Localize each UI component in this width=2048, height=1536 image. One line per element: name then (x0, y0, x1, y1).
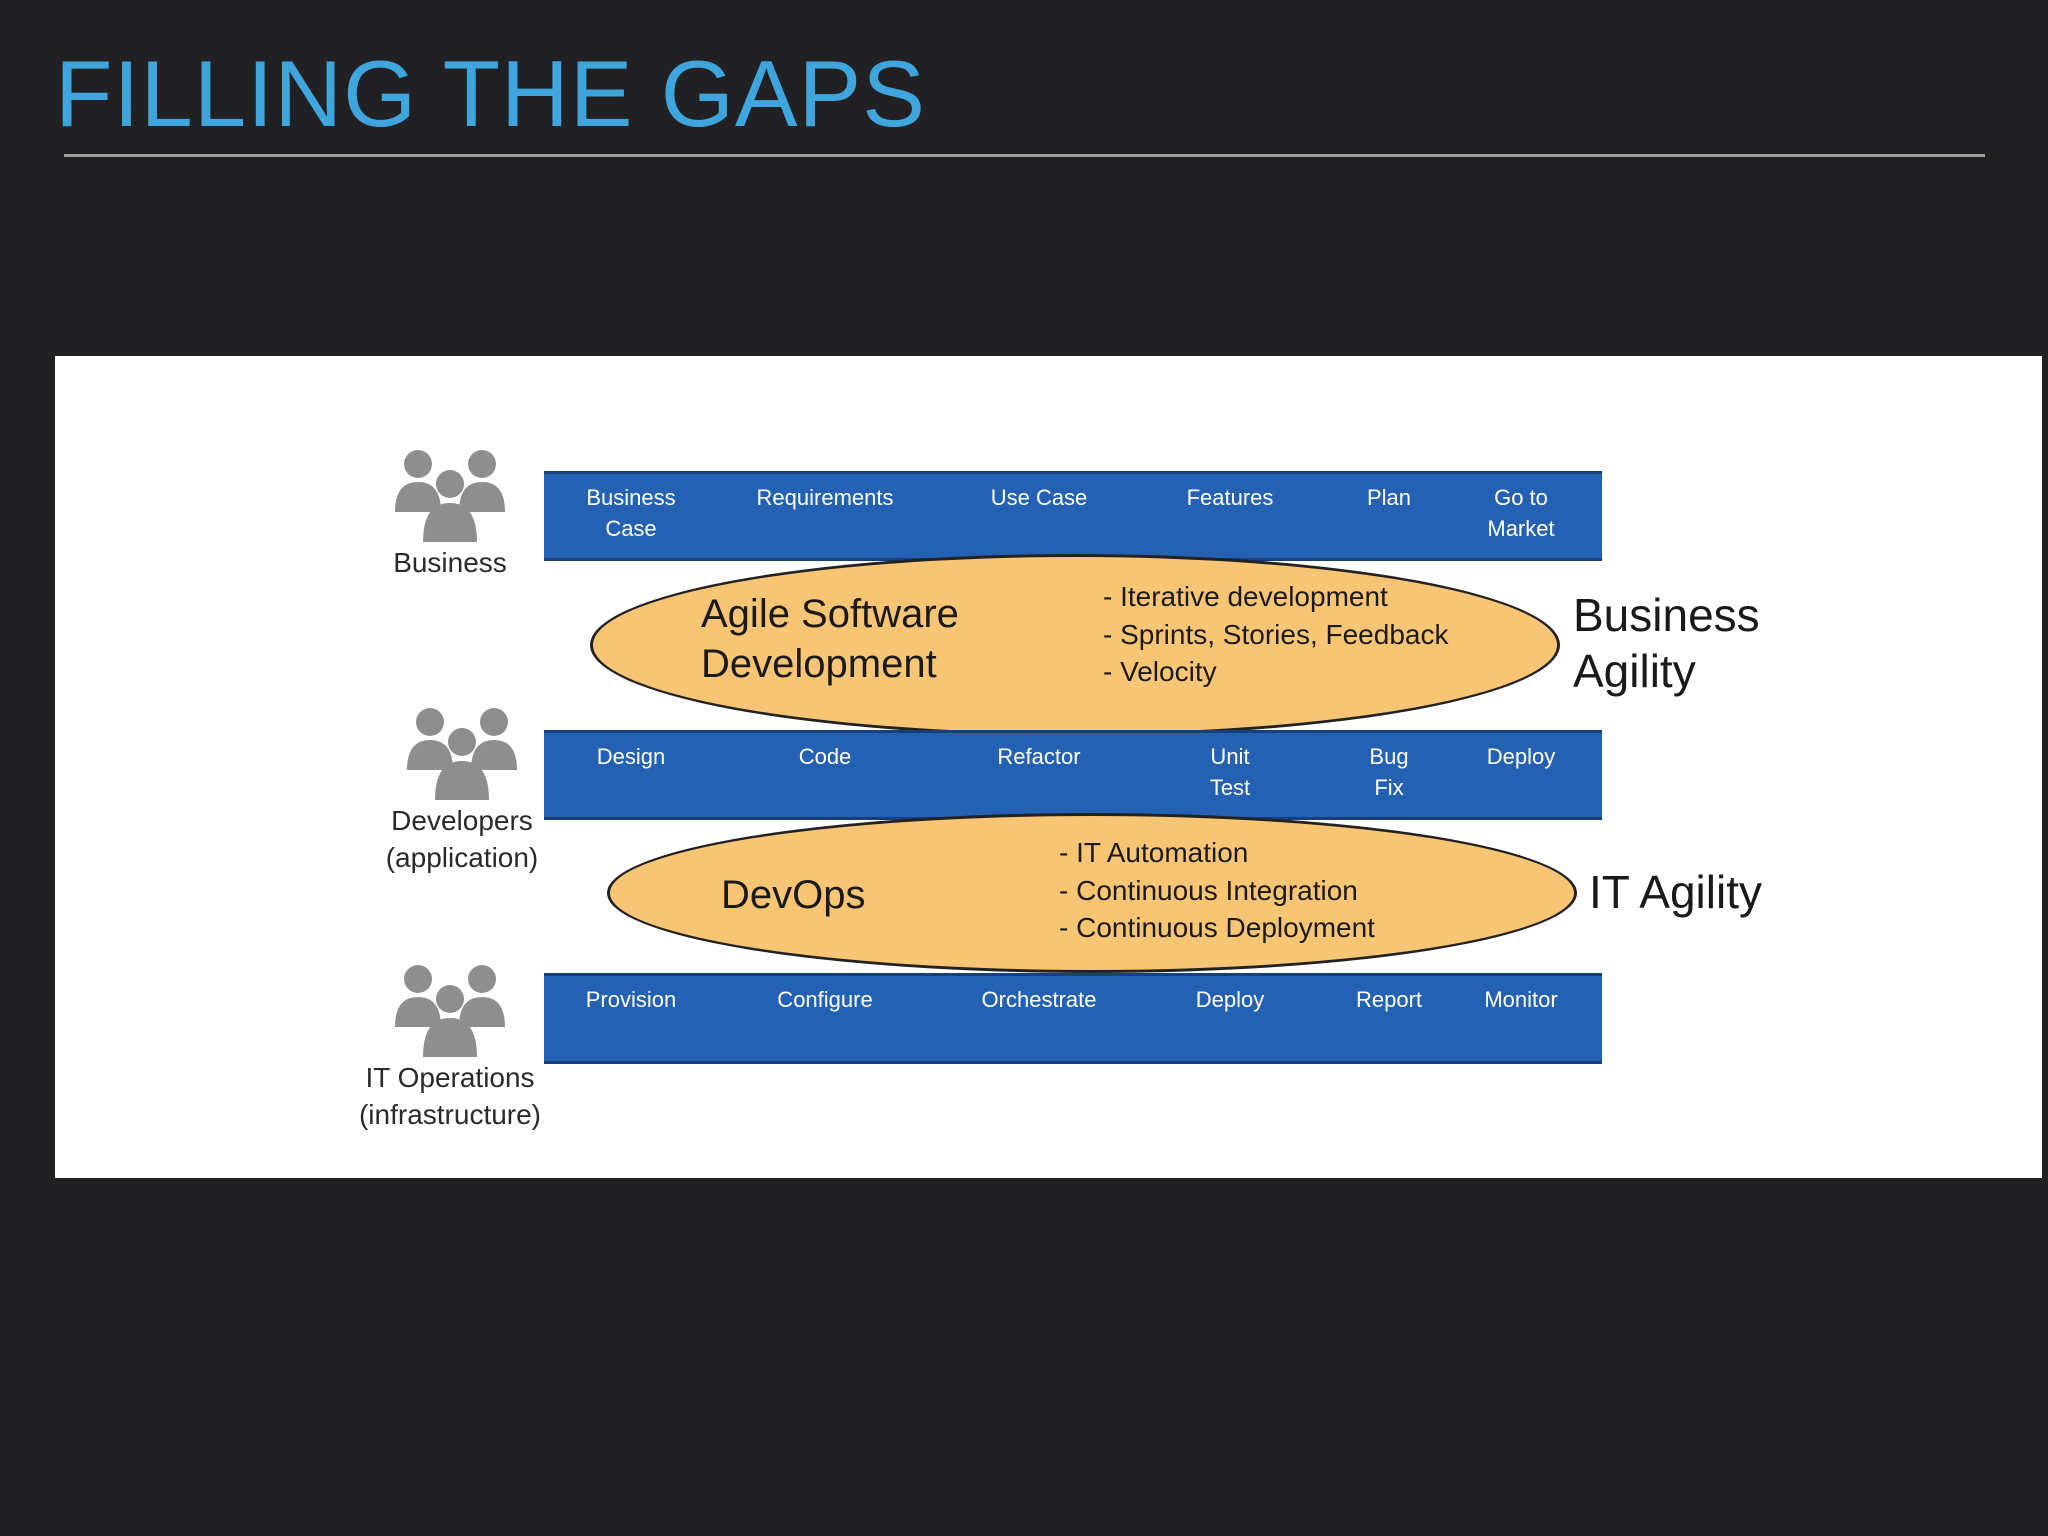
people-group-icon (407, 708, 517, 800)
bullet-list-devops: - IT Automation - Continuous Integration… (1059, 834, 1375, 947)
ellipse-agile: Agile Software Development - Iterative d… (590, 554, 1560, 736)
step-refactor: Refactor (997, 744, 1081, 769)
bullet-list-agile: - Iterative development - Sprints, Stori… (1103, 578, 1448, 691)
step-monitor: Monitor (1484, 987, 1558, 1012)
process-band-developers: Design Code Refactor Unit Test Bug Fix D… (544, 730, 1602, 820)
ellipse-devops: DevOps - IT Automation - Continuous Inte… (607, 813, 1577, 973)
bullet-item: - Iterative development (1103, 581, 1388, 612)
step-go-to-market: Go to Market (1487, 485, 1555, 541)
step-code: Code (798, 744, 852, 769)
ellipse-title-agile: Agile Software Development (701, 592, 959, 686)
bullet-item: - IT Automation (1059, 837, 1249, 868)
process-band-business: Business Case Requirements Use Case Feat… (544, 471, 1602, 561)
step-deploy-ops: Deploy (1195, 987, 1265, 1012)
people-group-icon (395, 450, 505, 542)
step-report: Report (1355, 987, 1423, 1012)
bullet-item: - Sprints, Stories, Feedback (1103, 618, 1449, 650)
step-design: Design (596, 744, 666, 769)
step-unit-test: Unit Test (1209, 744, 1251, 800)
group-developers: Developers (application) (312, 706, 612, 876)
bullet-item: - Continuous Integration (1059, 874, 1358, 906)
slide-title: FILLING THE GAPS (55, 41, 926, 146)
step-bug-fix: Bug Fix (1369, 744, 1409, 800)
process-band-it-operations: Provision Configure Orchestrate Deploy R… (544, 973, 1602, 1064)
ellipse-title-devops: DevOps (721, 873, 866, 917)
group-it-operations: IT Operations (infrastructure) (300, 963, 600, 1133)
title-divider (64, 154, 1985, 157)
group-label-business: Business (393, 547, 507, 578)
agility-label-it: IT Agility (1589, 866, 1762, 918)
step-business-case: Business Case (586, 485, 676, 541)
step-plan: Plan (1366, 485, 1412, 510)
group-business: Business (323, 448, 577, 581)
step-deploy: Deploy (1486, 744, 1556, 769)
step-orchestrate: Orchestrate (981, 987, 1097, 1012)
bullet-item: - Continuous Deployment (1059, 912, 1375, 943)
step-requirements: Requirements (756, 485, 894, 510)
step-features: Features (1186, 485, 1274, 510)
group-label-developers: Developers (application) (385, 805, 539, 873)
diagram-figure: Business Developers (application) IT Ope… (55, 356, 2042, 1178)
people-group-icon (395, 965, 505, 1057)
step-configure: Configure (777, 987, 873, 1012)
step-use-case: Use Case (990, 485, 1088, 510)
agility-label-business: Business Agility (1573, 589, 1760, 697)
group-label-it-operations: IT Operations (infrastructure) (358, 1062, 542, 1130)
bullet-item: - Velocity (1103, 656, 1217, 687)
step-provision: Provision (585, 987, 677, 1012)
